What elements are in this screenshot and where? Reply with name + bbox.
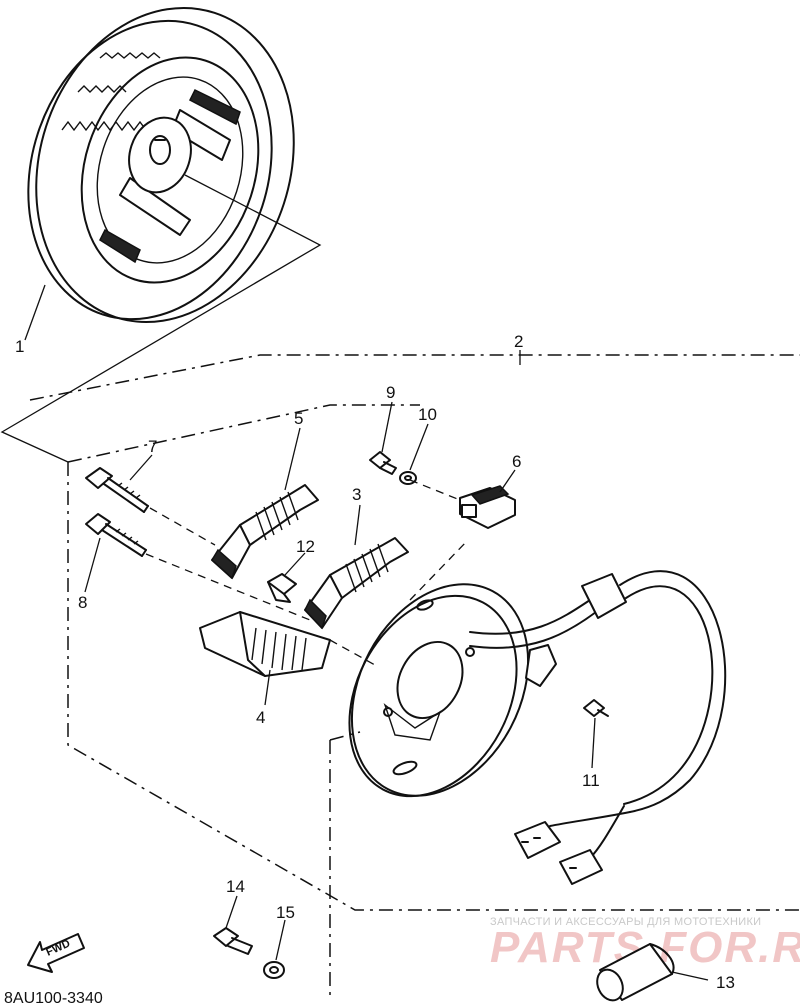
part-15-washer	[263, 961, 285, 979]
assembly-guides	[145, 479, 469, 1000]
drawing-code: 8AU100-3340	[4, 990, 103, 1007]
callout-leaders	[24, 284, 709, 981]
callout-10: 10	[418, 405, 437, 424]
callouts: 1 2 3 4 5 6 7 8 9 10 11 12 13 14 15	[15, 332, 735, 992]
callout-3: 3	[352, 485, 361, 504]
part-2-assembly-boundary	[0, 174, 800, 911]
part-1-flywheel-rotor	[27, 7, 295, 323]
part-11-screw	[583, 699, 609, 717]
part-9-screw	[369, 451, 397, 475]
part-4-source-coil	[199, 611, 331, 677]
callout-14: 14	[226, 877, 245, 896]
callout-5: 5	[294, 409, 303, 428]
part-13-cap	[596, 943, 675, 1002]
forward-arrow-icon	[27, 933, 85, 973]
callout-6: 6	[512, 452, 521, 471]
part-12-collar	[267, 573, 297, 603]
callout-15: 15	[276, 903, 295, 922]
callout-7: 7	[148, 437, 157, 456]
part-3-lighting-coil	[304, 537, 409, 630]
callout-8: 8	[78, 593, 87, 612]
part-6-pickup-clip	[459, 485, 516, 529]
watermark-tagline: ЗАПЧАСТИ И АКСЕССУАРЫ ДЛЯ МОТОТЕХНИКИ	[490, 916, 761, 928]
callout-11: 11	[582, 771, 600, 790]
forward-arrow: FWD	[27, 933, 85, 973]
wire-harness	[469, 570, 727, 885]
callout-2: 2	[514, 332, 523, 351]
callout-12: 12	[296, 537, 315, 556]
part-10-washer	[399, 471, 417, 485]
callout-9: 9	[386, 383, 395, 402]
part-7-screw	[85, 467, 149, 513]
stator-plate	[348, 583, 557, 798]
callout-4: 4	[256, 708, 265, 727]
part-14-bolt	[213, 927, 253, 955]
callout-1: 1	[15, 337, 24, 356]
part-8-screw	[85, 513, 147, 557]
callout-13: 13	[716, 973, 735, 992]
part-5-charge-coil	[211, 484, 319, 580]
